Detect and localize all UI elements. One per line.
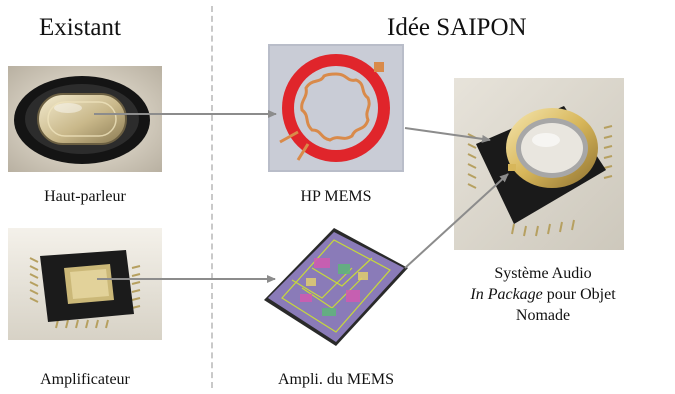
heading-existant: Existant: [39, 14, 121, 41]
system-in-package-photo: [454, 78, 624, 250]
section-divider: [211, 6, 213, 388]
caption-in-package: In Package: [470, 286, 543, 303]
caption-systeme-audio: Système Audio In Package pour Objet Noma…: [458, 263, 628, 326]
caption-system-line2: In Package pour Objet: [458, 284, 628, 305]
caption-hp-mems: HP MEMS: [300, 188, 372, 205]
ampli-mems-photo: [262, 228, 412, 358]
caption-ampli-du-mems: Ampli. du MEMS: [277, 371, 394, 388]
speaker-photo: [8, 66, 162, 172]
caption-pour-objet: pour Objet: [542, 286, 616, 303]
caption-amplificateur: Amplificateur: [40, 371, 130, 388]
caption-system-line1: Système Audio: [494, 265, 592, 282]
caption-haut-parleur: Haut-parleur: [44, 188, 126, 205]
heading-idee-saipon: Idée SAIPON: [387, 14, 527, 41]
amplifier-photo: [8, 228, 162, 340]
caption-system-line3: Nomade: [515, 307, 571, 324]
hp-mems-photo: [268, 44, 404, 172]
